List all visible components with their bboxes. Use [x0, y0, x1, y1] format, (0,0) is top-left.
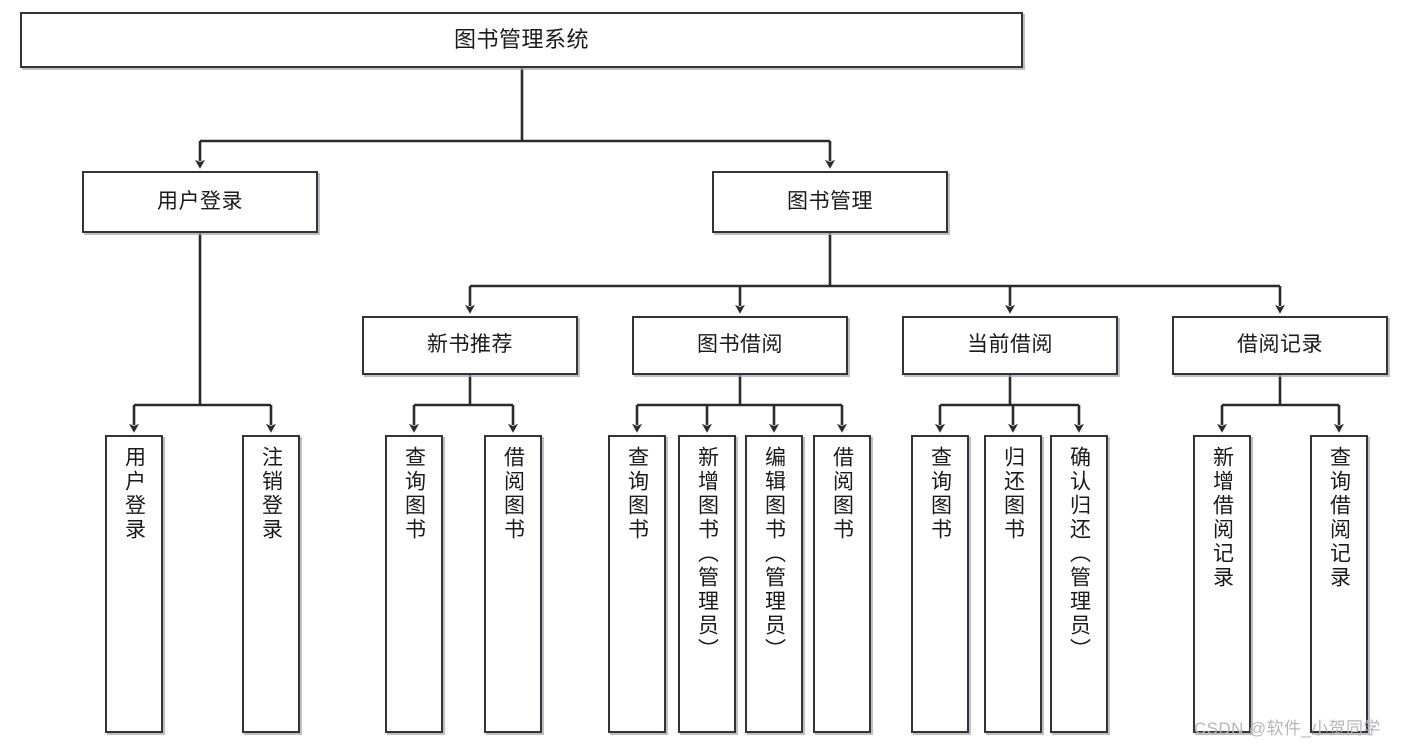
node-new-book-rec[interactable]: 新书推荐 — [362, 316, 578, 375]
node-label: 确认归还（管理员） — [1067, 446, 1091, 662]
node-leaf-return-book[interactable]: 归还图书 — [984, 435, 1042, 733]
node-label: 注销登录 — [259, 446, 283, 542]
node-label: 用户登录 — [157, 189, 243, 213]
node-leaf-query-book-1[interactable]: 查询图书 — [385, 435, 443, 733]
node-label: 借阅图书 — [830, 446, 854, 542]
node-label: 编辑图书（管理员） — [762, 446, 786, 662]
node-label: 借阅图书 — [501, 446, 525, 542]
node-label: 图书管理 — [787, 189, 873, 213]
node-label: 查询图书 — [625, 446, 649, 542]
node-leaf-logout[interactable]: 注销登录 — [242, 435, 300, 733]
node-borrow-record[interactable]: 借阅记录 — [1172, 316, 1388, 375]
node-leaf-borrow-book-2[interactable]: 借阅图书 — [813, 435, 871, 733]
node-label: 查询图书 — [928, 446, 952, 542]
node-label: 图书管理系统 — [453, 27, 589, 53]
node-current-borrow[interactable]: 当前借阅 — [902, 316, 1118, 375]
node-leaf-query-record[interactable]: 查询借阅记录 — [1310, 435, 1368, 733]
watermark-text: CSDN @软件_小贺同学 — [1194, 719, 1381, 738]
node-label: 借阅记录 — [1237, 333, 1323, 357]
node-leaf-confirm-return[interactable]: 确认归还（管理员） — [1050, 435, 1108, 733]
node-leaf-edit-book[interactable]: 编辑图书（管理员） — [745, 435, 803, 733]
node-book-borrow[interactable]: 图书借阅 — [632, 316, 848, 375]
node-label: 查询图书 — [402, 446, 426, 542]
node-root[interactable]: 图书管理系统 — [20, 12, 1023, 68]
node-label: 归还图书 — [1001, 446, 1025, 542]
node-leaf-query-book-2[interactable]: 查询图书 — [608, 435, 666, 733]
node-book-manage[interactable]: 图书管理 — [712, 171, 948, 233]
node-label: 当前借阅 — [967, 333, 1053, 357]
node-label: 查询借阅记录 — [1327, 446, 1351, 590]
node-user-login[interactable]: 用户登录 — [82, 171, 318, 233]
node-label: 新增借阅记录 — [1210, 446, 1234, 590]
node-label: 新增图书（管理员） — [695, 446, 719, 662]
node-leaf-user-login[interactable]: 用户登录 — [105, 435, 163, 733]
node-label: 新书推荐 — [427, 333, 513, 357]
node-leaf-add-record[interactable]: 新增借阅记录 — [1193, 435, 1251, 733]
node-leaf-borrow-book-1[interactable]: 借阅图书 — [484, 435, 542, 733]
node-label: 图书借阅 — [697, 333, 783, 357]
node-label: 用户登录 — [122, 446, 146, 542]
node-leaf-add-book[interactable]: 新增图书（管理员） — [678, 435, 736, 733]
node-leaf-query-book-3[interactable]: 查询图书 — [911, 435, 969, 733]
